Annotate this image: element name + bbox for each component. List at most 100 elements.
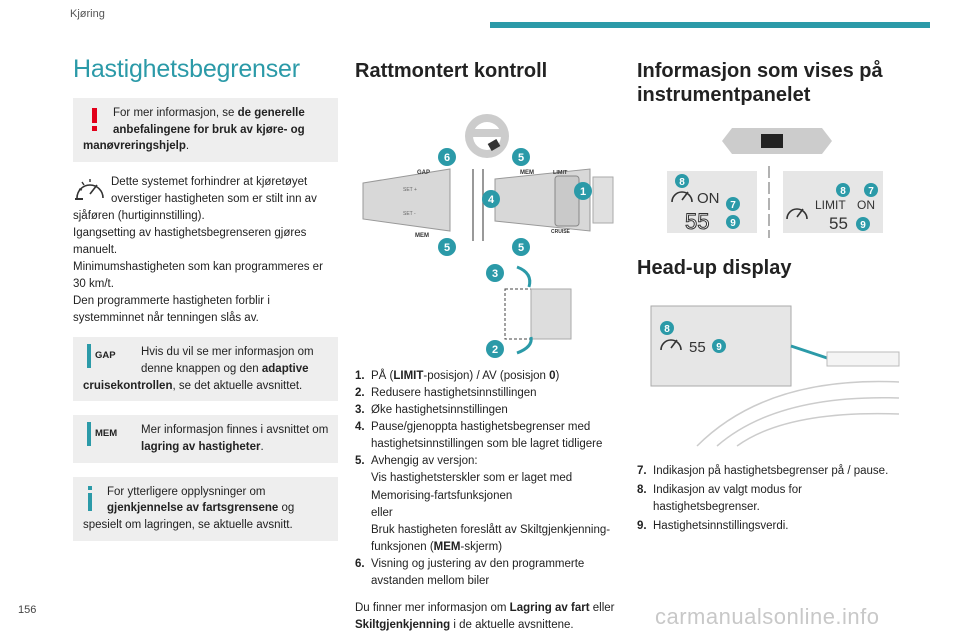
- mem-label-badge: MEM: [83, 422, 141, 452]
- item-text-part: Bruk hastigheten foreslått av Skiltgjenk…: [371, 523, 611, 553]
- item-text-part: -skjerm): [460, 540, 503, 553]
- item-number: 1.: [355, 370, 365, 383]
- section-header: Kjøring: [70, 8, 105, 20]
- item-number: 2.: [355, 387, 365, 400]
- dashboard-outline: [696, 380, 900, 447]
- display-left: ON 55 8 7 9: [667, 170, 757, 234]
- item-text: Indikasjon av valgt modus for hastighets…: [653, 484, 802, 514]
- speedometer-icon: [660, 339, 682, 351]
- control-list-item: 1.PÅ (LIMIT-posisjon) / AV (posisjon 0): [355, 368, 620, 385]
- svg-text:3: 3: [492, 268, 498, 280]
- panel-right-on: ON: [857, 198, 875, 212]
- svg-text:8: 8: [664, 324, 670, 335]
- callout-8-right: 8: [836, 182, 850, 197]
- panel-right-speed: 55: [829, 214, 848, 233]
- item-text-part: LIMIT: [393, 370, 424, 383]
- section-title-hud: Head-up display: [637, 256, 792, 279]
- instrument-panel-icon: [722, 127, 832, 154]
- item-text-part: Vis hastighetsterskler som er laget med …: [371, 472, 573, 502]
- callout-5-right: 5: [512, 238, 530, 257]
- warning-note-bold: de generelle anbefalingene for bruk av k…: [83, 107, 305, 153]
- control-list-item: 5. Avhengig av versjon: Vis hastighetsters…: [355, 453, 620, 555]
- item-text: Indikasjon på hastighetsbegrenser på / p…: [653, 465, 889, 478]
- desc-line-2: Igangsetting av hastighetsbegrenseren gj…: [73, 227, 307, 257]
- stalk-right: LIMIT CRUISE MEM: [494, 168, 614, 235]
- diagram-label-mem-top: MEM: [520, 170, 534, 176]
- mem-button-label: MEM: [95, 428, 118, 440]
- column-speed-limiter: Hastighetsbegrenser For mer informasjon,…: [73, 55, 338, 553]
- gap-label-badge: GAP: [83, 344, 141, 374]
- item-number: 8.: [637, 484, 647, 497]
- steering-wheel-icon: [465, 114, 509, 159]
- column-steering-controls: Rattmontert kontroll SET + SET - GAP MEM…: [355, 55, 620, 640]
- info-i-icon: [88, 485, 92, 511]
- recognition-info-note: For ytterligere opplysninger om gjenkjen…: [73, 476, 338, 541]
- gap-note-post: , se det aktuelle avsnittet.: [172, 379, 303, 392]
- recognition-note-bold: gjenkjennelse av fartsgrensene: [107, 502, 279, 515]
- item-text: Øke hastighetsinnstillingen: [371, 402, 620, 419]
- diagram-label-limit: LIMIT: [553, 170, 568, 176]
- svg-text:5: 5: [518, 242, 524, 254]
- item-text: Redusere hastighetsinnstillingen: [371, 385, 620, 402]
- mem-info-note: MEM Mer informasjon finnes i avsnittet o…: [73, 415, 338, 463]
- control-list-item: 6.Visning og justering av den programmer…: [355, 556, 620, 590]
- svg-text:9: 9: [716, 342, 722, 353]
- item-number: 4.: [355, 421, 365, 434]
- item-text: Avhengig av versjon: Vis hastighetsterskl…: [371, 453, 620, 555]
- instrument-list-item: 9.Hastighetsinnstillingsverdi.: [637, 518, 902, 535]
- instrument-panel-diagram: ON 55 8 7 9 LIMIT ON 55 8 7 9: [667, 127, 883, 238]
- header-accent-bar: [490, 22, 930, 28]
- diagram-label-mem-left: MEM: [415, 233, 429, 239]
- column-instrument-panel: Informasjon som vises på instrumentpanel…: [637, 55, 902, 537]
- svg-text:4: 4: [488, 194, 495, 206]
- svg-text:7: 7: [730, 200, 736, 211]
- footer-mid: eller: [589, 601, 615, 614]
- item-text: Pause/gjenoppta hastighetsbegrenser med …: [371, 419, 620, 453]
- item-number: 7.: [637, 465, 647, 478]
- callout-7-right: 7: [864, 182, 878, 197]
- mem-note-pre: Mer informasjon finnes i avsnittet om: [141, 424, 329, 437]
- display-right: LIMIT ON 55 8 7 9: [783, 170, 883, 233]
- warning-note: For mer informasjon, se de generelle anb…: [73, 98, 338, 163]
- item-text-part: Øke hastighetsinnstillingen: [371, 404, 508, 417]
- callout-7-left: 7: [726, 196, 740, 211]
- warning-note-pre: For mer informasjon, se: [113, 107, 238, 119]
- callout-8-left: 8: [675, 173, 689, 188]
- item-text: Hastighetsinnstillingsverdi.: [653, 520, 789, 533]
- callout-6: 6: [438, 148, 456, 167]
- callout-5-left: 5: [438, 238, 456, 257]
- callout-9-left: 9: [726, 214, 740, 229]
- callout-9-hud: 9: [712, 339, 726, 354]
- diagram-label-gap: GAP: [417, 170, 430, 176]
- callout-1: 1: [574, 182, 592, 201]
- callout-2: 2: [486, 340, 504, 359]
- item-text-part: eller: [371, 506, 393, 519]
- system-description: Dette systemet forhindrer at kjøretøyet …: [73, 174, 338, 327]
- item-number: 5.: [355, 455, 365, 468]
- callout-8-hud: 8: [660, 321, 674, 336]
- diagram-label-cruise: CRUISE: [551, 229, 571, 235]
- gap-button-label: GAP: [95, 350, 116, 362]
- instrument-list-item: 7. Indikasjon på hastighetsbegrenser på /…: [637, 463, 902, 480]
- item-text-part: Pause/gjenoppta hastighetsbegrenser med …: [371, 421, 603, 451]
- info-i-icon: [87, 422, 91, 447]
- instrument-list: 7. Indikasjon på hastighetsbegrenser på /…: [637, 463, 902, 535]
- info-i-icon: [87, 344, 91, 369]
- desc-line-4: Den programmerte hastigheten forblir i s…: [73, 295, 270, 325]
- item-text-part: Avhengig av versjon:: [371, 455, 478, 468]
- more-info-paragraph: Du finner mer informasjon om Lagring av …: [355, 600, 620, 634]
- panel-left-speed: 55: [685, 209, 709, 234]
- svg-text:5: 5: [518, 152, 524, 164]
- item-text-part: MEM: [433, 540, 461, 553]
- callout-4: 4: [482, 190, 500, 209]
- section-title-steering: Rattmontert kontroll: [355, 60, 548, 82]
- item-number: 3.: [355, 404, 365, 417]
- mem-note-post: .: [260, 440, 264, 453]
- desc-line-3: Minimumshastigheten som kan programmeres…: [73, 261, 323, 291]
- recognition-note-pre: For ytterligere opplysninger om: [107, 485, 266, 498]
- page-title: Hastighetsbegrenser: [73, 55, 300, 83]
- callout-3: 3: [486, 264, 504, 283]
- gap-info-note: GAP Hvis du vil se mer informasjon om de…: [73, 337, 338, 402]
- item-text: Visning og justering av den programmerte…: [371, 556, 620, 590]
- panel-left-on: ON: [697, 190, 720, 207]
